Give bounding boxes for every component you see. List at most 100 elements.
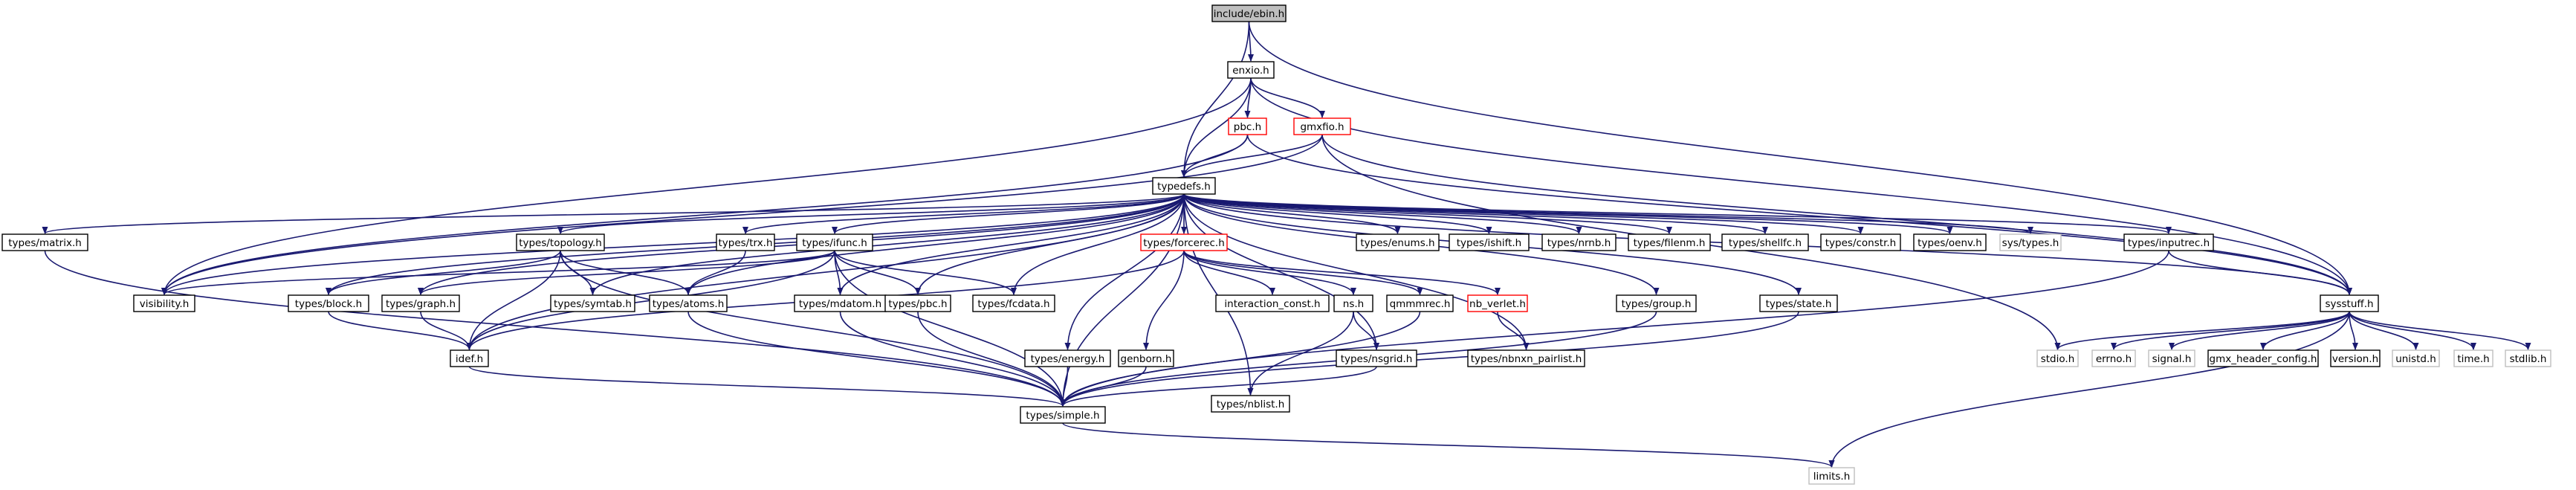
node-enxio[interactable]: enxio.h [1227, 61, 1275, 79]
node-visibility[interactable]: visibility.h [133, 294, 195, 312]
node-label: ns.h [1343, 298, 1364, 310]
node-box [1541, 233, 1617, 251]
edge-sysstuff-to-version [2349, 311, 2358, 350]
node-qmmmrec[interactable]: qmmmrec.h [1386, 294, 1454, 312]
node-tpbc[interactable]: types/pbc.h [884, 294, 951, 312]
node-nsgrid[interactable]: types/nsgrid.h [1336, 349, 1417, 367]
node-label: genborn.h [1121, 353, 1172, 365]
node-constr[interactable]: types/constr.h [1820, 233, 1901, 251]
node-label: types/block.h [295, 298, 362, 310]
node-simple[interactable]: types/simple.h [1020, 406, 1106, 424]
node-pbc[interactable]: pbc.h [1228, 117, 1267, 135]
node-inputrec[interactable]: types/inputrec.h [2123, 233, 2214, 251]
node-box [1467, 349, 1585, 367]
node-label: sysstuff.h [2325, 298, 2373, 310]
node-nrnb[interactable]: types/nrnb.h [1541, 233, 1617, 251]
node-energy[interactable]: types/energy.h [1024, 349, 1111, 367]
node-group[interactable]: types/group.h [1616, 294, 1697, 312]
node-mdatom[interactable]: types/mdatom.h [794, 294, 887, 312]
node-systypes[interactable]: sys/types.h [1999, 233, 2062, 251]
node-box [2330, 349, 2381, 367]
node-label: types/nblist.h [1217, 399, 1285, 410]
node-box [1118, 349, 1174, 367]
edge-typedefs-to-simple [1060, 193, 1185, 407]
edge-topology-to-block [326, 250, 561, 295]
edge-inputrec-to-sysstuff [2168, 250, 2352, 295]
node-box [1215, 294, 1330, 312]
node-label: qmmmrec.h [1390, 298, 1451, 310]
node-idef[interactable]: idef.h [450, 349, 489, 367]
node-layer: include/ebin.h enxio.h pbc.h gmxfio.h typede… [1, 4, 2551, 485]
node-label: types/atoms.h [653, 298, 725, 310]
node-enums[interactable]: types/enums.h [1356, 233, 1440, 251]
node-box [2453, 349, 2494, 367]
edge-enxio-to-typedefs [1181, 77, 1252, 178]
node-genborn[interactable]: genborn.h [1118, 349, 1174, 367]
node-ifunc[interactable]: types/ifunc.h [796, 233, 873, 251]
edge-pbc-to-sysstuff [1246, 134, 2352, 295]
node-label: types/inputrec.h [2128, 237, 2210, 249]
node-label: visibility.h [140, 298, 190, 310]
node-typedefs[interactable]: typedefs.h [1152, 177, 1216, 195]
node-signal[interactable]: signal.h [2148, 349, 2195, 367]
node-state[interactable]: types/state.h [1759, 294, 1838, 312]
node-box [1386, 294, 1454, 312]
node-matrix[interactable]: types/matrix.h [1, 233, 88, 251]
node-box [972, 294, 1055, 312]
edge-enxio-to-sysstuff [1250, 77, 2352, 295]
node-stdlib[interactable]: stdlib.h [2505, 349, 2551, 367]
node-box [1628, 233, 1711, 251]
node-gmxheader[interactable]: gmx_header_config.h [2207, 349, 2319, 367]
node-unistd[interactable]: unistd.h [2392, 349, 2440, 367]
node-ns[interactable]: ns.h [1333, 294, 1373, 312]
node-nblist[interactable]: types/nblist.h [1211, 395, 1290, 413]
node-ebin[interactable]: include/ebin.h [1211, 4, 1287, 22]
node-label: types/nrnb.h [1547, 237, 1611, 249]
node-box [1020, 406, 1106, 424]
node-label: typedefs.h [1157, 181, 1211, 193]
node-sysstuff[interactable]: sysstuff.h [2320, 294, 2379, 312]
edge-gmxfio-to-typedefs [1181, 134, 1323, 178]
node-topology[interactable]: types/topology.h [516, 233, 605, 251]
node-shellfc[interactable]: types/shellfc.h [1721, 233, 1809, 251]
node-label: types/constr.h [1825, 237, 1896, 249]
edge-typedefs-to-energy [1064, 193, 1185, 350]
node-time[interactable]: time.h [2453, 349, 2494, 367]
edge-gmxfio-to-visibility [161, 134, 1323, 295]
node-nbnxn[interactable]: types/nbnxn_pairlist.h [1467, 349, 1585, 367]
node-box [1152, 177, 1216, 195]
node-symtab[interactable]: types/symtab.h [550, 294, 635, 312]
edge-typedefs-to-matrix [42, 193, 1185, 234]
node-atoms[interactable]: types/atoms.h [649, 294, 728, 312]
node-box [1336, 349, 1417, 367]
node-label: types/ishift.h [1457, 237, 1522, 249]
edge-ns-to-nsgrid [1353, 311, 1379, 350]
node-label: include/ebin.h [1214, 8, 1285, 20]
node-filenm[interactable]: types/filenm.h [1628, 233, 1711, 251]
node-label: version.h [2332, 353, 2378, 365]
node-graph[interactable]: types/graph.h [381, 294, 460, 312]
edge-typedefs-to-systypes [1183, 193, 2033, 234]
node-fcdata[interactable]: types/fcdata.h [972, 294, 1055, 312]
node-stdio[interactable]: stdio.h [2036, 349, 2079, 367]
node-nbverlet[interactable]: nb_verlet.h [1467, 294, 1528, 312]
edge-typedefs-to-inputrec [1183, 193, 2172, 234]
node-gmxfio[interactable]: gmxfio.h [1293, 117, 1351, 135]
node-oenv[interactable]: types/oenv.h [1913, 233, 1987, 251]
node-block[interactable]: types/block.h [288, 294, 369, 312]
edge-ifunc-to-tpbc [834, 250, 921, 295]
node-forcerec[interactable]: types/forcerec.h [1140, 233, 1228, 251]
node-ishift[interactable]: types/ishift.h [1449, 233, 1530, 251]
node-trx[interactable]: types/trx.h [716, 233, 775, 251]
node-version[interactable]: version.h [2330, 349, 2381, 367]
edge-trx-to-atoms [685, 250, 746, 295]
edge-block-to-idef [328, 311, 473, 350]
node-box [1808, 467, 1855, 485]
node-errno[interactable]: errno.h [2091, 349, 2136, 367]
node-box [2505, 349, 2551, 367]
node-interaction[interactable]: interaction_const.h [1215, 294, 1330, 312]
node-box [516, 233, 605, 251]
edge-topology-to-idef [466, 250, 561, 350]
node-label: types/forcerec.h [1143, 237, 1225, 249]
node-limits[interactable]: limits.h [1808, 467, 1855, 485]
